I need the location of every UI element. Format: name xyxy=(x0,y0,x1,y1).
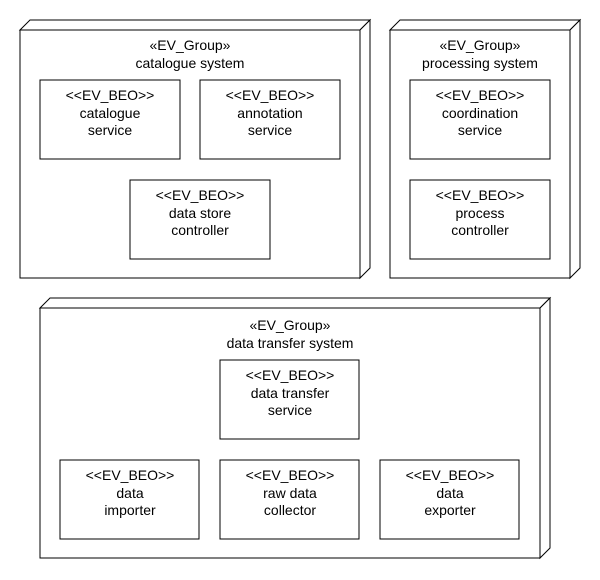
component-name-line: controller xyxy=(171,222,229,238)
node-top-face xyxy=(388,19,582,31)
component-stereotype: <<EV_BEO>> xyxy=(246,367,335,383)
component-coordination-service: <<EV_BEO>> coordination service xyxy=(409,79,551,160)
component-stereotype: <<EV_BEO>> xyxy=(226,87,315,103)
component-name-line: controller xyxy=(451,222,509,238)
component-name-line: collector xyxy=(264,502,316,518)
component-name-line: service xyxy=(268,402,313,418)
component-stereotype: <<EV_BEO>> xyxy=(156,187,245,203)
component-catalogue-service: <<EV_BEO>> catalogue service xyxy=(39,79,181,160)
component-annotation-service: <<EV_BEO>> annotation service xyxy=(199,79,341,160)
component-name-line: importer xyxy=(104,502,156,518)
component-name-line: coordination xyxy=(442,105,518,121)
component-stereotype: <<EV_BEO>> xyxy=(436,87,525,103)
node-side-face xyxy=(569,18,581,280)
node-side-face xyxy=(539,296,551,560)
group-name: catalogue system xyxy=(136,55,245,71)
group-processing-system: «EV_Group» processing system <<EV_BEO>> … xyxy=(388,18,582,280)
node-side-face xyxy=(359,18,371,280)
component-raw-data-collector: <<EV_BEO>> raw data collector xyxy=(219,459,360,540)
component-name-line: catalogue xyxy=(80,105,141,121)
component-data-exporter: <<EV_BEO>> data exporter xyxy=(379,459,520,540)
group-stereotype: «EV_Group» xyxy=(150,37,231,53)
component-name-line: annotation xyxy=(237,105,302,121)
node-top-face xyxy=(38,297,552,309)
component-data-store-controller: <<EV_BEO>> data store controller xyxy=(129,179,271,260)
group-name: processing system xyxy=(422,55,538,71)
component-stereotype: <<EV_BEO>> xyxy=(246,467,335,483)
component-name-line: service xyxy=(248,122,293,138)
component-process-controller: <<EV_BEO>> process controller xyxy=(409,179,551,260)
group-stereotype: «EV_Group» xyxy=(440,37,521,53)
group-stereotype: «EV_Group» xyxy=(250,317,331,333)
component-data-transfer-service: <<EV_BEO>> data transfer service xyxy=(219,359,360,440)
component-data-importer: <<EV_BEO>> data importer xyxy=(59,459,200,540)
component-name-line: data xyxy=(436,485,463,501)
component-stereotype: <<EV_BEO>> xyxy=(86,467,175,483)
component-stereotype: <<EV_BEO>> xyxy=(436,187,525,203)
component-name-line: exporter xyxy=(424,502,476,518)
component-name-line: data transfer xyxy=(251,385,330,401)
component-name-line: data store xyxy=(169,205,231,221)
component-name-line: data xyxy=(116,485,143,501)
component-stereotype: <<EV_BEO>> xyxy=(406,467,495,483)
component-stereotype: <<EV_BEO>> xyxy=(66,87,155,103)
group-catalogue-system: «EV_Group» catalogue system <<EV_BEO>> c… xyxy=(18,18,372,280)
component-name-line: raw data xyxy=(263,485,317,501)
component-name-line: process xyxy=(455,205,504,221)
group-name: data transfer system xyxy=(227,335,354,351)
component-name-line: service xyxy=(458,122,503,138)
node-top-face xyxy=(18,19,372,31)
group-data-transfer-system: «EV_Group» data transfer system <<EV_BEO… xyxy=(38,296,552,560)
component-name-line: service xyxy=(88,122,133,138)
